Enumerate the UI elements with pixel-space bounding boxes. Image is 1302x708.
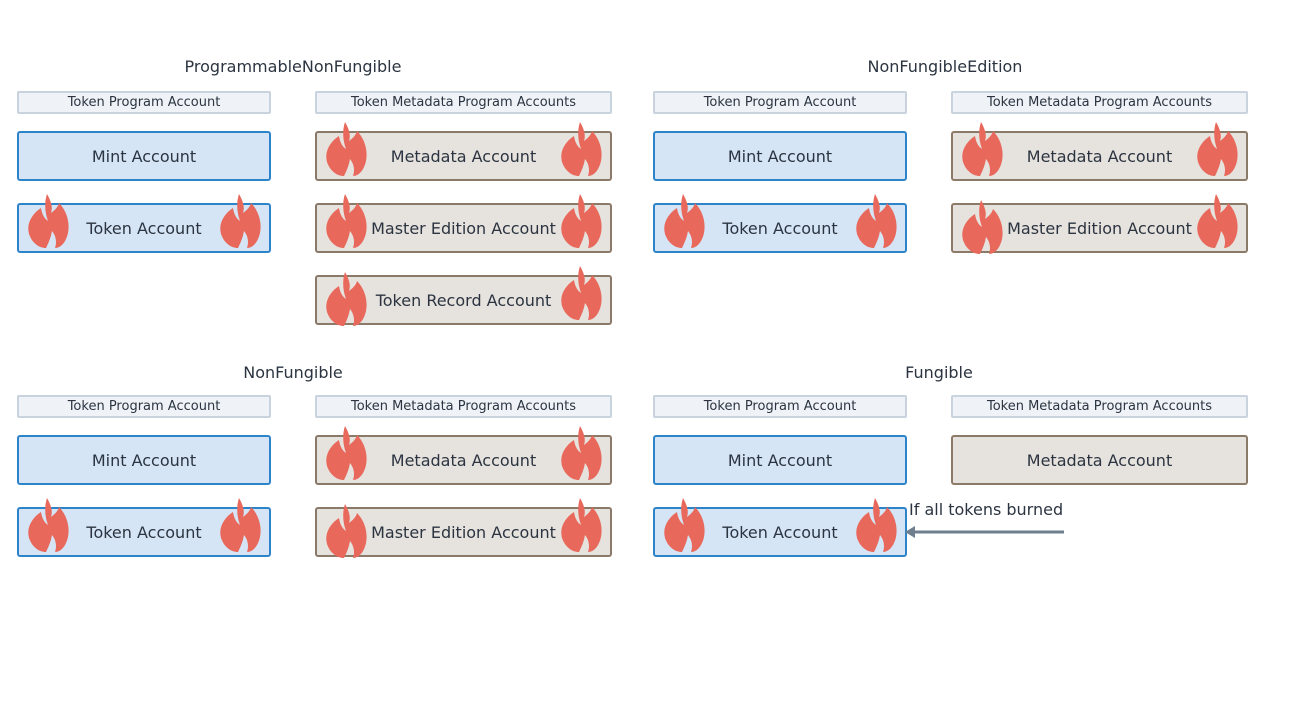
flame-icon [1196,121,1240,177]
mint-account-label: Mint Account [727,450,833,470]
flame-icon [855,497,899,553]
flame-icon [560,425,604,481]
token-metadata-program-header: Token Metadata Program Accounts [315,395,612,418]
flame-icon [27,193,71,249]
token-record-account-box: Token Record Account [315,266,612,326]
mint-account-label: Mint Account [727,146,833,166]
mint-account-label: Mint Account [91,146,197,166]
burn-condition-note: If all tokens burned [909,500,1064,519]
mint-account-box: Mint Account [653,435,907,485]
flame-icon [325,425,369,481]
token-program-header: Token Program Account [17,91,271,114]
metadata-account-label: Metadata Account [390,146,537,166]
token-account-box: Token Account [17,194,271,253]
mint-account-box: Mint Account [17,131,271,181]
master-edition-account-label: Master Edition Account [1007,218,1192,238]
flame-icon [325,271,369,327]
master-edition-account-box: Master Edition Account [315,498,612,558]
flame-icon [219,497,263,553]
token-account-label: Token Account [722,218,838,238]
flame-icon [325,193,369,249]
mint-account-label: Mint Account [91,450,197,470]
flame-icon [1196,193,1240,249]
master-edition-account-label: Master Edition Account [371,522,556,542]
token-program-header: Token Program Account [653,395,907,418]
token-account-label: Token Account [86,522,202,542]
flame-icon [961,121,1005,177]
mint-account-box: Mint Account [653,131,907,181]
flame-icon [325,121,369,177]
token-account-label: Token Account [86,218,202,238]
token-metadata-program-header: Token Metadata Program Accounts [951,395,1248,418]
mint-account-box: Mint Account [17,435,271,485]
metadata-account-box: Metadata Account [315,122,612,181]
token-metadata-program-header: Token Metadata Program Accounts [951,91,1248,114]
section-title-non-fungible-edition: NonFungibleEdition [867,57,1023,76]
token-record-account-label: Token Record Account [375,290,552,310]
token-account-box: Token Account [653,194,907,253]
flame-icon [663,193,707,249]
metadata-account-label: Metadata Account [1026,146,1173,166]
flame-icon [560,265,604,321]
master-edition-account-box: Master Edition Account [951,194,1248,254]
token-account-label: Token Account [722,522,838,542]
flame-icon [560,497,604,553]
token-metadata-program-header: Token Metadata Program Accounts [315,91,612,114]
master-edition-account-box: Master Edition Account [315,194,612,253]
flame-icon [961,199,1005,255]
flame-icon [560,121,604,177]
flame-icon [560,193,604,249]
metadata-account-box: Metadata Account [951,435,1248,485]
flame-icon [27,497,71,553]
token-program-header: Token Program Account [653,91,907,114]
token-program-header: Token Program Account [17,395,271,418]
flame-icon [219,193,263,249]
master-edition-account-label: Master Edition Account [371,218,556,238]
flame-icon [325,503,369,559]
flame-icon [855,193,899,249]
flame-icon [663,497,707,553]
metadata-account-label: Metadata Account [390,450,537,470]
metadata-account-label: Metadata Account [1026,450,1173,470]
token-account-box: Token Account [653,498,907,557]
section-title-fungible: Fungible [905,363,973,382]
section-title-non-fungible: NonFungible [243,363,343,382]
left-arrow-icon [905,526,1064,538]
metadata-account-box: Metadata Account [315,426,612,485]
metadata-account-box: Metadata Account [951,122,1248,181]
section-title-programmable-non-fungible: ProgrammableNonFungible [184,57,402,76]
token-account-box: Token Account [17,498,271,557]
